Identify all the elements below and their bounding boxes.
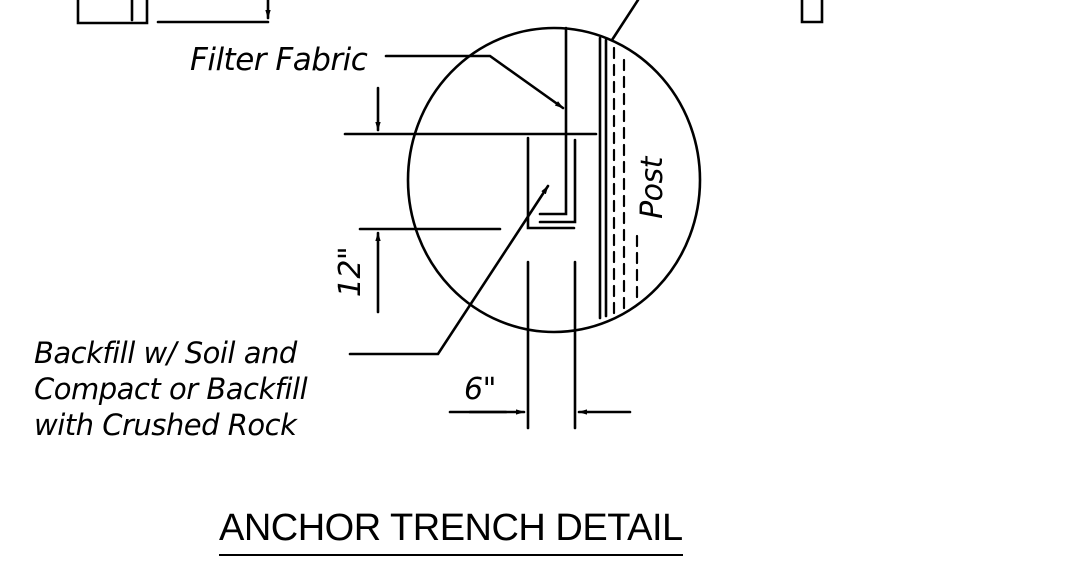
filter-fabric-line-outer [538, 138, 577, 224]
partial-post-top-right [800, 0, 824, 24]
dim-label-12-inch: 12" [333, 246, 369, 298]
dim-label-6-inch: 6" [464, 372, 496, 407]
backfill-note: Backfill w/ Soil and Compact or Backfill… [34, 335, 308, 443]
filter-fabric-line [538, 26, 568, 216]
filter-fabric-label: Filter Fabric [190, 42, 368, 78]
backfill-note-line-2: Compact or Backfill [34, 372, 308, 406]
detail-circle [406, 26, 702, 334]
post-label: Post [634, 157, 670, 219]
partial-box-top-left [76, 0, 149, 25]
drawing-title: ANCHOR TRENCH DETAIL [219, 508, 683, 556]
leader-top-right [610, 0, 640, 42]
backfill-note-line-3: with Crushed Rock [34, 408, 297, 442]
filter-fabric-leader [384, 54, 565, 110]
backfill-leader [348, 184, 550, 356]
backfill-note-line-1: Backfill w/ Soil and [34, 336, 297, 370]
trench-outline [526, 136, 576, 230]
